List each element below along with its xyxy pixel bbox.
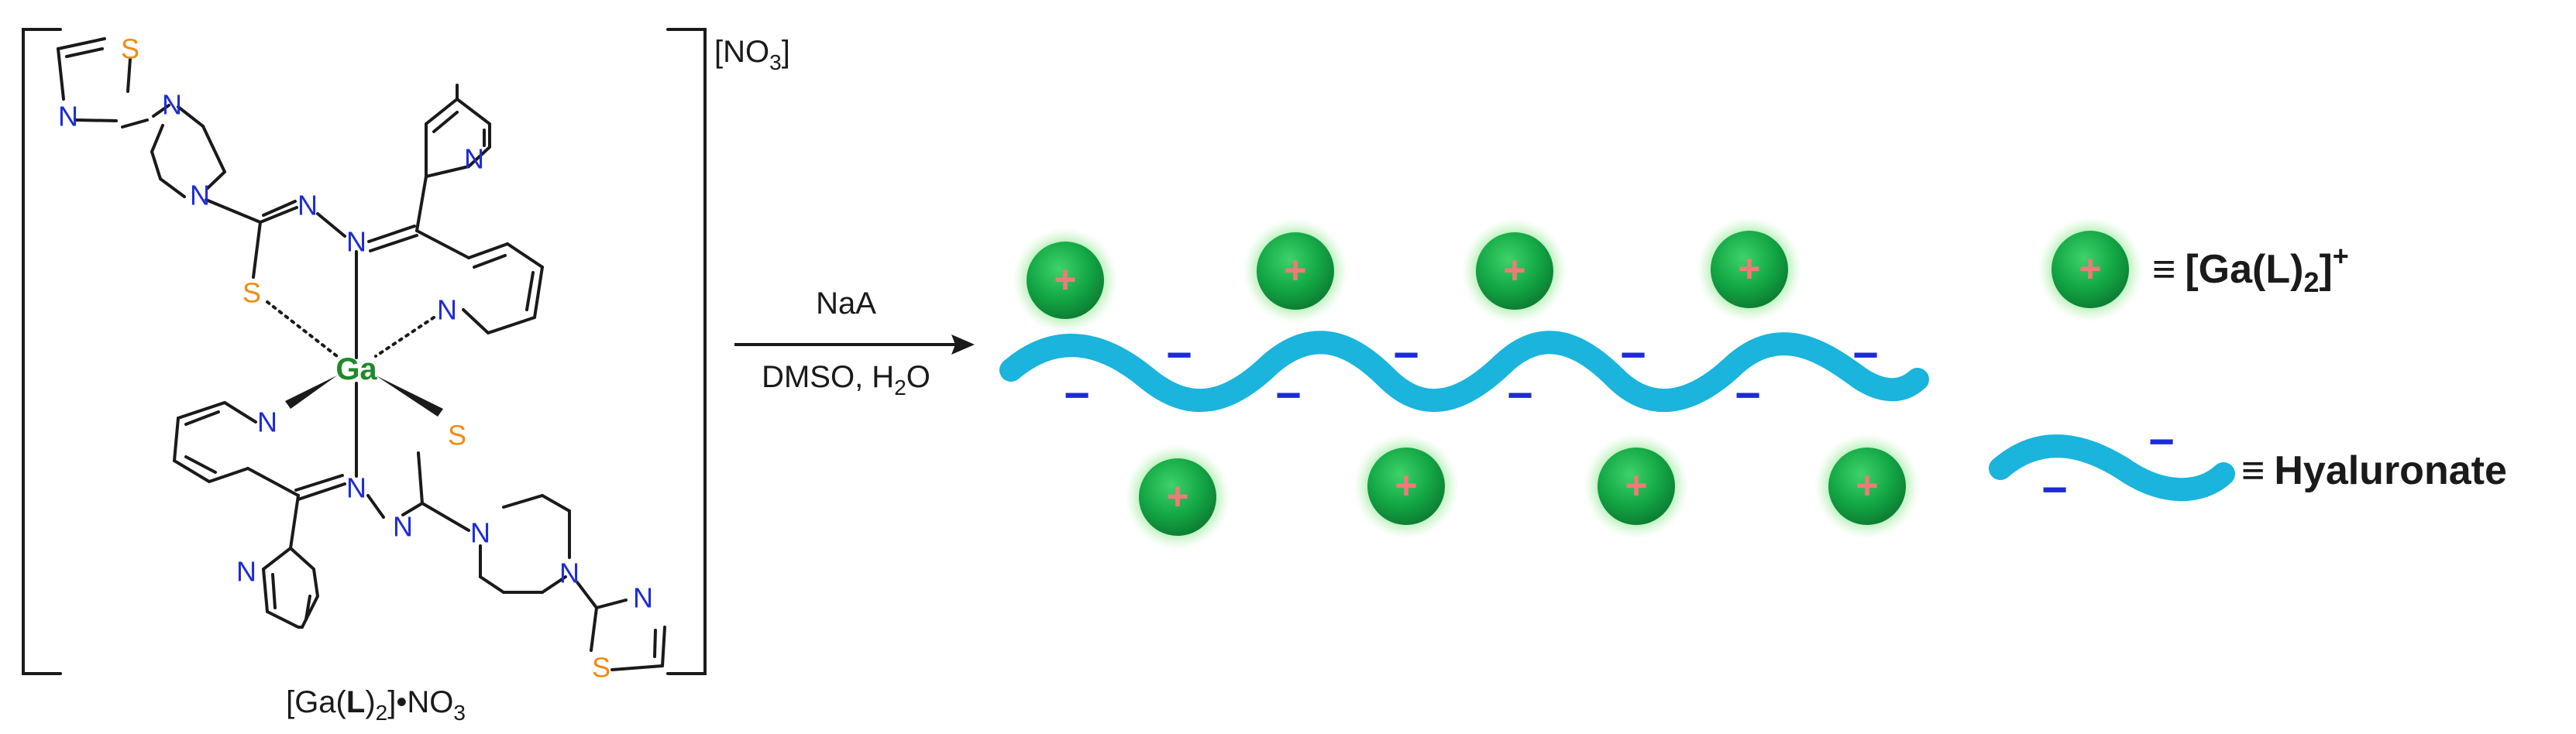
atom-n-thiazole-lower: N (633, 582, 653, 614)
legend-chain-symbol (1989, 434, 2235, 502)
lower-thiazole-ring (590, 599, 666, 671)
upper-ligand-backbone (205, 175, 470, 279)
solvent-label: DMSO, H2O (762, 360, 930, 400)
legend-chain-label: ≡Hyaluronate (2241, 448, 2507, 493)
atom-n-piperazine-lower-2: N (559, 557, 580, 589)
cation-plus-sign: + (1855, 464, 1878, 507)
legend-cation-label: ≡[Ga(L)2]+ (2152, 240, 2349, 298)
atom-s-ligand-lower: S (448, 420, 466, 451)
equivalence-symbol: ≡ (2152, 247, 2175, 292)
atom-n-hydrazone-lower-2: N (393, 511, 413, 543)
cation-plus-sign: + (1738, 247, 1760, 290)
atom-labels: S N N N N N N S N Ga N S N N N N N N S (58, 33, 653, 684)
cation-plus-sign: + (1054, 258, 1076, 301)
cation-ball: + (1462, 218, 1567, 324)
legend-chain-charge: − (2148, 417, 2175, 467)
atom-s-thiazole-lower: S (592, 652, 610, 684)
lower-coordinated-pyridine (172, 400, 257, 484)
atom-n-pyridine-upper-coord: N (437, 294, 457, 326)
chain-charge-minus: − (1064, 370, 1090, 420)
cation-plus-sign: + (1625, 464, 1647, 507)
atom-s-ligand-upper: S (242, 277, 261, 309)
atom-s-thiazole-upper: S (121, 33, 139, 65)
coordination-bonds (266, 250, 435, 478)
chain-charge-minus: − (1166, 330, 1192, 380)
reaction-arrow (734, 334, 975, 355)
atom-n-hydrazone-lower-1: N (346, 472, 366, 504)
reagent-label: NaA (816, 286, 876, 321)
cation-array: + + + + + + + + (1013, 217, 1920, 550)
lower-piperazine-ring (479, 494, 598, 609)
cation-ball: + (1243, 218, 1348, 324)
cation-ball: + (1125, 444, 1230, 550)
chain-charge-minus: − (1393, 330, 1419, 380)
atom-n-hydrazone-upper-1: N (297, 190, 318, 221)
chain-charge-minus: − (1735, 370, 1761, 420)
cation-ball: + (1013, 228, 1118, 333)
compound-label: [Ga(L)2]•NO3 (286, 685, 466, 725)
lower-free-pyridine (261, 546, 320, 629)
legend-cation-symbol: + (2038, 217, 2143, 322)
atom-n-piperazine-upper-2: N (190, 180, 210, 211)
legend: + ≡[Ga(L)2]+ − − ≡Hyaluronate (1989, 217, 2507, 515)
upper-coordinated-pyridine (462, 242, 545, 335)
cation-ball: + (1697, 217, 1802, 322)
chain-charge-minus: − (1620, 330, 1646, 380)
chain-charge-minus: − (1275, 370, 1302, 420)
equivalence-symbol: ≡ (2241, 448, 2265, 493)
upper-piperazine-ring (150, 104, 226, 198)
cation-plus-sign: + (1166, 475, 1188, 518)
cation-plus-sign: + (1284, 249, 1306, 292)
right-bracket (666, 28, 707, 675)
cation-ball: + (1584, 434, 1689, 539)
atom-n-pyridine-lower-free: N (236, 556, 256, 588)
left-bracket (22, 28, 62, 675)
atom-n-pyridine-lower-coord: N (257, 406, 277, 438)
atom-n-hydrazone-upper-2: N (346, 226, 366, 258)
cation-plus-sign: + (1503, 249, 1525, 292)
ga-complex-structure (22, 28, 707, 675)
chain-charge-minus: − (1507, 370, 1533, 420)
counter-ion-label: [NO3] (714, 35, 790, 74)
lower-ligand-backbone (246, 451, 470, 550)
cation-plus-sign: + (1395, 464, 1417, 507)
cation-ball: + (1353, 434, 1459, 539)
atom-n-piperazine-upper-1: N (162, 89, 182, 121)
legend-chain-charge: − (2041, 465, 2068, 515)
atom-n-pyridine-upper-free: N (464, 143, 484, 175)
cation-ball: + (1814, 434, 1920, 539)
chain-charges: − − − − − − − − (1064, 330, 1879, 420)
wedge-bond-left (285, 376, 337, 409)
upper-thiazole-ring (57, 37, 149, 129)
chain-charge-minus: − (1852, 330, 1879, 380)
wedge-bond-right (376, 376, 443, 417)
atom-n-piperazine-lower-1: N (470, 517, 490, 549)
upper-free-pyridine (425, 84, 491, 179)
atom-ga: Ga (335, 352, 377, 386)
atom-n-thiazole-upper: N (58, 101, 78, 132)
hyaluronate-chain (999, 331, 1929, 413)
legend-plus-sign: + (2079, 247, 2101, 290)
